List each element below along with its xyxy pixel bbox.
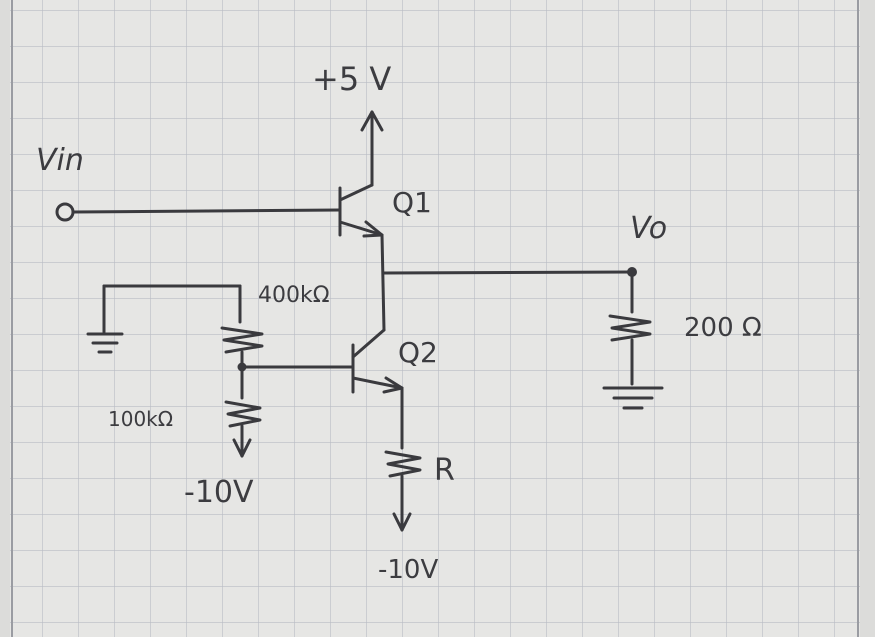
transistor-q1 — [338, 183, 384, 238]
ground-symbol-load — [602, 386, 664, 410]
resistor-r — [384, 450, 422, 532]
input-label: Vin — [36, 143, 84, 178]
resistor-400k — [220, 326, 264, 354]
load-resistor-label: 200 Ω — [684, 313, 762, 343]
resistor-r-label: R — [434, 453, 455, 488]
grid-lines — [10, 0, 860, 637]
wire-q1-q2 — [380, 233, 386, 332]
supply-minus10v-right-label: -10V — [378, 555, 438, 585]
load-resistor — [608, 270, 652, 386]
resistor-100k — [224, 365, 262, 458]
supply-plus5v-arrow — [360, 110, 384, 187]
resistor-400k-label: 400kΩ — [258, 283, 330, 308]
q2-label: Q2 — [398, 336, 438, 369]
input-terminal — [55, 202, 342, 222]
ground-symbol-bias — [86, 284, 124, 354]
q1-label: Q1 — [392, 186, 432, 219]
supply-minus10v-left-label: -10V — [184, 475, 254, 510]
supply-plus5v-label: +5 V — [312, 60, 391, 98]
resistor-100k-label: 100kΩ — [108, 407, 173, 431]
output-label: Vo — [630, 211, 667, 246]
